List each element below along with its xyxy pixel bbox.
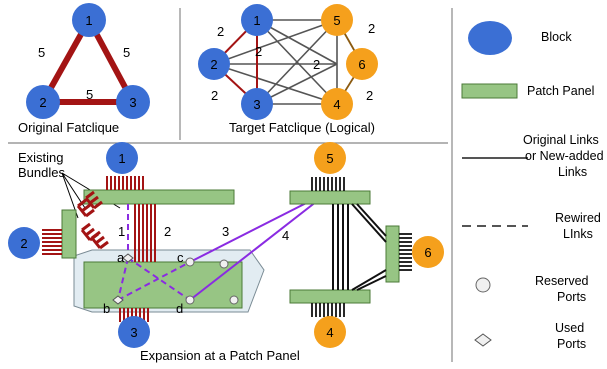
existing-bundles-label-line1: Existing [18,150,64,165]
patch-panel-lower [83,261,243,309]
block-label: 6 [424,245,431,260]
legend-item-patch-panel: Patch Panel [461,83,594,99]
legend-item-reserved-ports: Reserved Ports [475,274,589,304]
block-1: 1 [106,142,138,174]
edge-label: 2 [211,88,218,103]
target-fatclique: 1 2 3 5 6 4 2 2 2 2 2 2 Target Fatclique… [198,4,378,135]
panel-dividers [8,8,453,362]
block-5: 5 [321,4,353,36]
legend-label: Ports [557,290,586,304]
link-label-3: 3 [222,224,229,239]
patch-panel-left [61,209,77,259]
block-3: 3 [118,316,150,348]
existing-bundles-label-line2: Bundles [18,165,65,180]
original-fatclique: 1 2 3 5 5 5 Original Fatclique [18,3,150,135]
patch-panel-bottom-right [289,289,371,304]
block-label: 1 [118,151,125,166]
block-4: 4 [321,88,353,120]
block-label: 3 [129,95,136,110]
edge-label: 2 [368,21,375,36]
legend-label: Ports [557,337,586,351]
block-swatch-icon [468,21,512,55]
used-ports [112,253,134,305]
edge-label-2-3: 5 [86,87,93,102]
block-3: 3 [241,88,273,120]
block-label: 3 [130,325,137,340]
vertical-bundle [134,204,156,262]
block-1: 1 [72,3,106,37]
port-label-d: d [176,301,183,316]
existing-bundles [76,190,109,250]
edge-label: 2 [366,88,373,103]
reserved-port-icon [475,277,491,293]
block-label: 4 [326,325,333,340]
legend-item-rewired-links: Rewired LInks [462,211,601,241]
legend-label: LInks [563,227,593,241]
legend-label: Used [555,321,584,335]
legend-item-original-links: Original Links or New-added Links [462,133,604,179]
block-2: 2 [198,48,230,80]
block-label: 5 [326,151,333,166]
legend-item-used-ports: Used Ports [474,321,586,351]
patch-panel-swatch-icon [461,83,518,99]
link-label-2: 2 [164,224,171,239]
patch-panel-right [385,225,400,283]
block-label: 2 [210,57,217,72]
edge-label-1-3: 5 [123,45,130,60]
edge-label-1-2: 5 [38,45,45,60]
block-label: 1 [253,13,260,28]
block-label: 3 [253,97,260,112]
link-label-4: 4 [282,228,289,243]
block-1: 1 [241,4,273,36]
legend-label: Patch Panel [527,84,594,98]
block-label: 2 [20,236,27,251]
legend-label: Original Links [523,133,599,147]
reserved-ports [185,257,239,305]
legend-label: Reserved [535,274,589,288]
expansion-title: Expansion at a Patch Panel [140,348,300,363]
block-6: 6 [412,236,444,268]
block-5: 5 [314,142,346,174]
edge-label: 2 [217,24,224,39]
block-label: 2 [39,95,46,110]
block-3: 3 [116,85,150,119]
legend: Block Patch Panel Original Links or New-… [461,21,604,351]
legend-label: Rewired [555,211,601,225]
legend-label: or New-added [525,149,604,163]
expansion-panel: Existing Bundles [8,142,444,363]
block-6: 6 [346,48,378,80]
block-4: 4 [314,316,346,348]
port-label-b: b [103,301,110,316]
target-fatclique-title: Target Fatclique (Logical) [229,120,375,135]
port-label-c: c [177,250,184,265]
block-label: 1 [85,13,92,28]
block-label: 4 [333,97,340,112]
port-label-a: a [117,250,125,265]
legend-label: Block [541,30,572,44]
block-label: 5 [333,13,340,28]
link-label-1: 1 [118,224,125,239]
block-label: 6 [358,57,365,72]
block-2: 2 [26,85,60,119]
edge-label: 2 [255,44,262,59]
patch-panel-top [83,189,235,205]
used-port-icon [474,333,492,347]
new-links-right [332,203,387,291]
patch-panel-top-right [289,190,371,205]
edge-label: 2 [313,57,320,72]
legend-item-block: Block [468,21,572,55]
original-fatclique-title: Original Fatclique [18,120,119,135]
legend-label: Links [558,165,587,179]
block-2: 2 [8,227,40,259]
